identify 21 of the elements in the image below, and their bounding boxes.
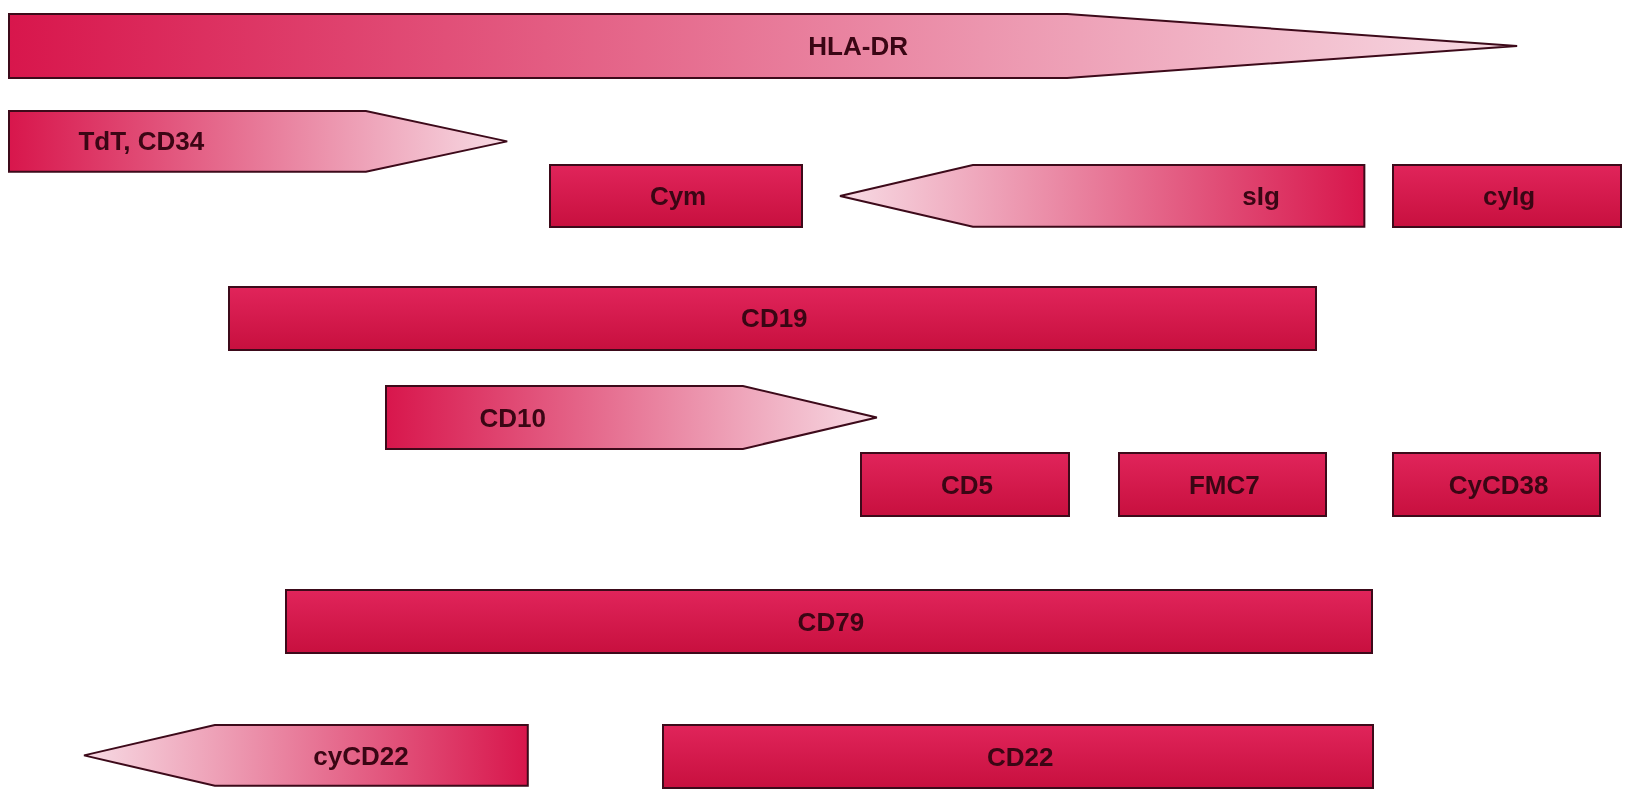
- marker-label: HLA-DR: [808, 30, 908, 61]
- marker-label: CD10: [479, 402, 547, 434]
- marker-bar: [1391, 164, 1623, 229]
- marker-label: cyIg: [1483, 180, 1536, 212]
- marker-label: sIg: [1242, 180, 1280, 212]
- marker-label: CD79: [797, 606, 865, 638]
- marker-label: TdT, CD34: [78, 125, 205, 157]
- marker-label: cyCD22: [313, 740, 409, 772]
- marker-bar: [284, 589, 1374, 655]
- marker-label: CD22: [987, 741, 1054, 773]
- marker-label: CD5: [940, 469, 993, 501]
- marker-bar: [1117, 452, 1327, 517]
- marker-bar: [860, 452, 1070, 517]
- marker-bar: [1391, 452, 1602, 517]
- marker-label: Cym: [649, 180, 707, 212]
- marker-label: CyCD38: [1448, 469, 1549, 501]
- marker-bar: [228, 285, 1317, 351]
- marker-bar: [662, 724, 1375, 790]
- marker-label: FMC7: [1188, 469, 1260, 501]
- marker-label: CD19: [741, 302, 808, 334]
- marker-bar: [549, 164, 803, 229]
